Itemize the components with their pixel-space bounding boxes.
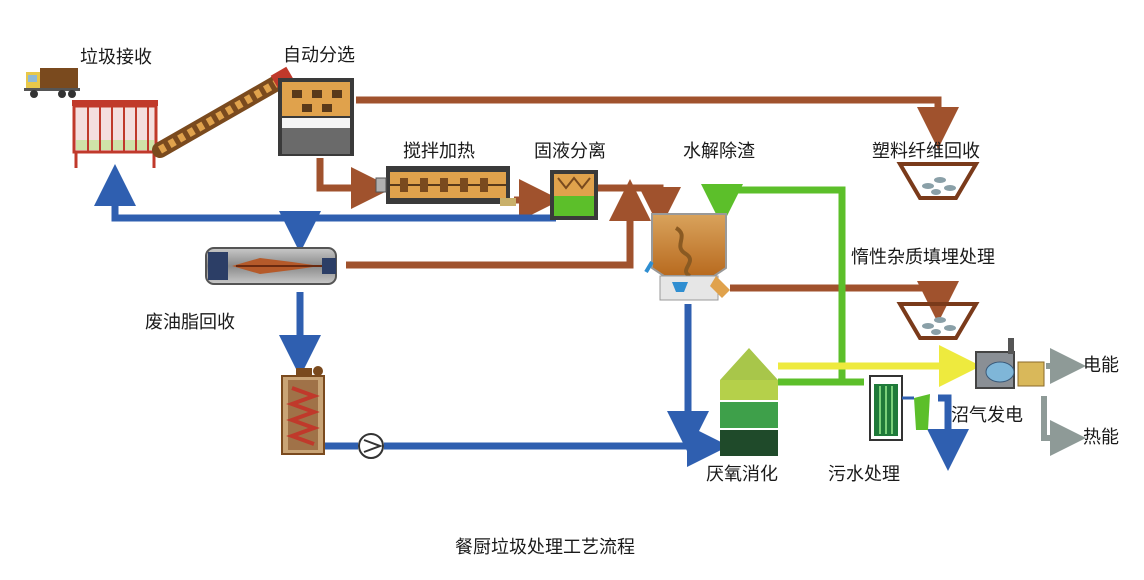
flow-sorting-to-stirring bbox=[316, 158, 393, 209]
label-inert-landfill: 惰性杂质填埋处理 bbox=[851, 247, 995, 268]
energy-flow-lines bbox=[1041, 348, 1086, 456]
flow-separation-return bbox=[94, 164, 556, 222]
flow-sorting-to-plastic bbox=[356, 96, 959, 149]
oil-centrifuge bbox=[205, 247, 337, 285]
label-stirring-heating: 搅拌加热 bbox=[403, 141, 475, 162]
plastic-recovery-bin bbox=[896, 162, 980, 200]
truck-icon bbox=[24, 68, 80, 98]
label-garbage-receiving: 垃圾接收 bbox=[80, 47, 152, 68]
label-solid-liquid-separation: 固液分离 bbox=[534, 141, 606, 162]
oil-tank bbox=[281, 366, 325, 455]
liquid-flow-lines bbox=[94, 164, 969, 471]
label-anaerobic-digestion: 厌氧消化 bbox=[706, 464, 778, 485]
label-hydrolysis-deslagging: 水解除渣 bbox=[683, 141, 755, 162]
sorting-unit bbox=[278, 78, 354, 156]
flow-hydrolysis-to-landfill bbox=[730, 281, 959, 323]
flow-centrifuge-to-hydrolysis bbox=[346, 179, 651, 269]
pump-icon bbox=[358, 433, 384, 459]
label-biogas-power: 沼气发电 bbox=[951, 405, 1023, 426]
label-electricity: 电能 bbox=[1083, 355, 1119, 376]
flow-sewage-to-hydrolysis bbox=[701, 184, 846, 382]
stirring-heater bbox=[375, 166, 516, 206]
label-waste-oil-recovery: 废油脂回收 bbox=[145, 312, 235, 333]
flow-to-heat bbox=[1041, 396, 1086, 456]
solid-flow-lines bbox=[316, 96, 959, 323]
figure-caption: 餐厨垃圾处理工艺流程 bbox=[455, 537, 635, 558]
hydrolysis-tank bbox=[644, 213, 730, 301]
solid-liquid-separator bbox=[550, 170, 598, 220]
anaerobic-digester bbox=[720, 348, 778, 456]
label-heat: 热能 bbox=[1083, 427, 1119, 448]
screw-conveyor bbox=[152, 66, 296, 158]
biogas-generator bbox=[975, 338, 1045, 389]
label-auto-sorting: 自动分选 bbox=[283, 45, 355, 66]
label-plastic-fiber-recovery: 塑料纤维回收 bbox=[872, 141, 980, 162]
landfill-bin bbox=[896, 302, 980, 340]
label-sewage-treatment: 污水处理 bbox=[828, 464, 900, 485]
water-return-lines bbox=[701, 184, 864, 386]
flow-sewage-out bbox=[927, 394, 969, 471]
receiving-bin bbox=[72, 100, 158, 168]
sewage-treatment-unit bbox=[869, 375, 930, 441]
